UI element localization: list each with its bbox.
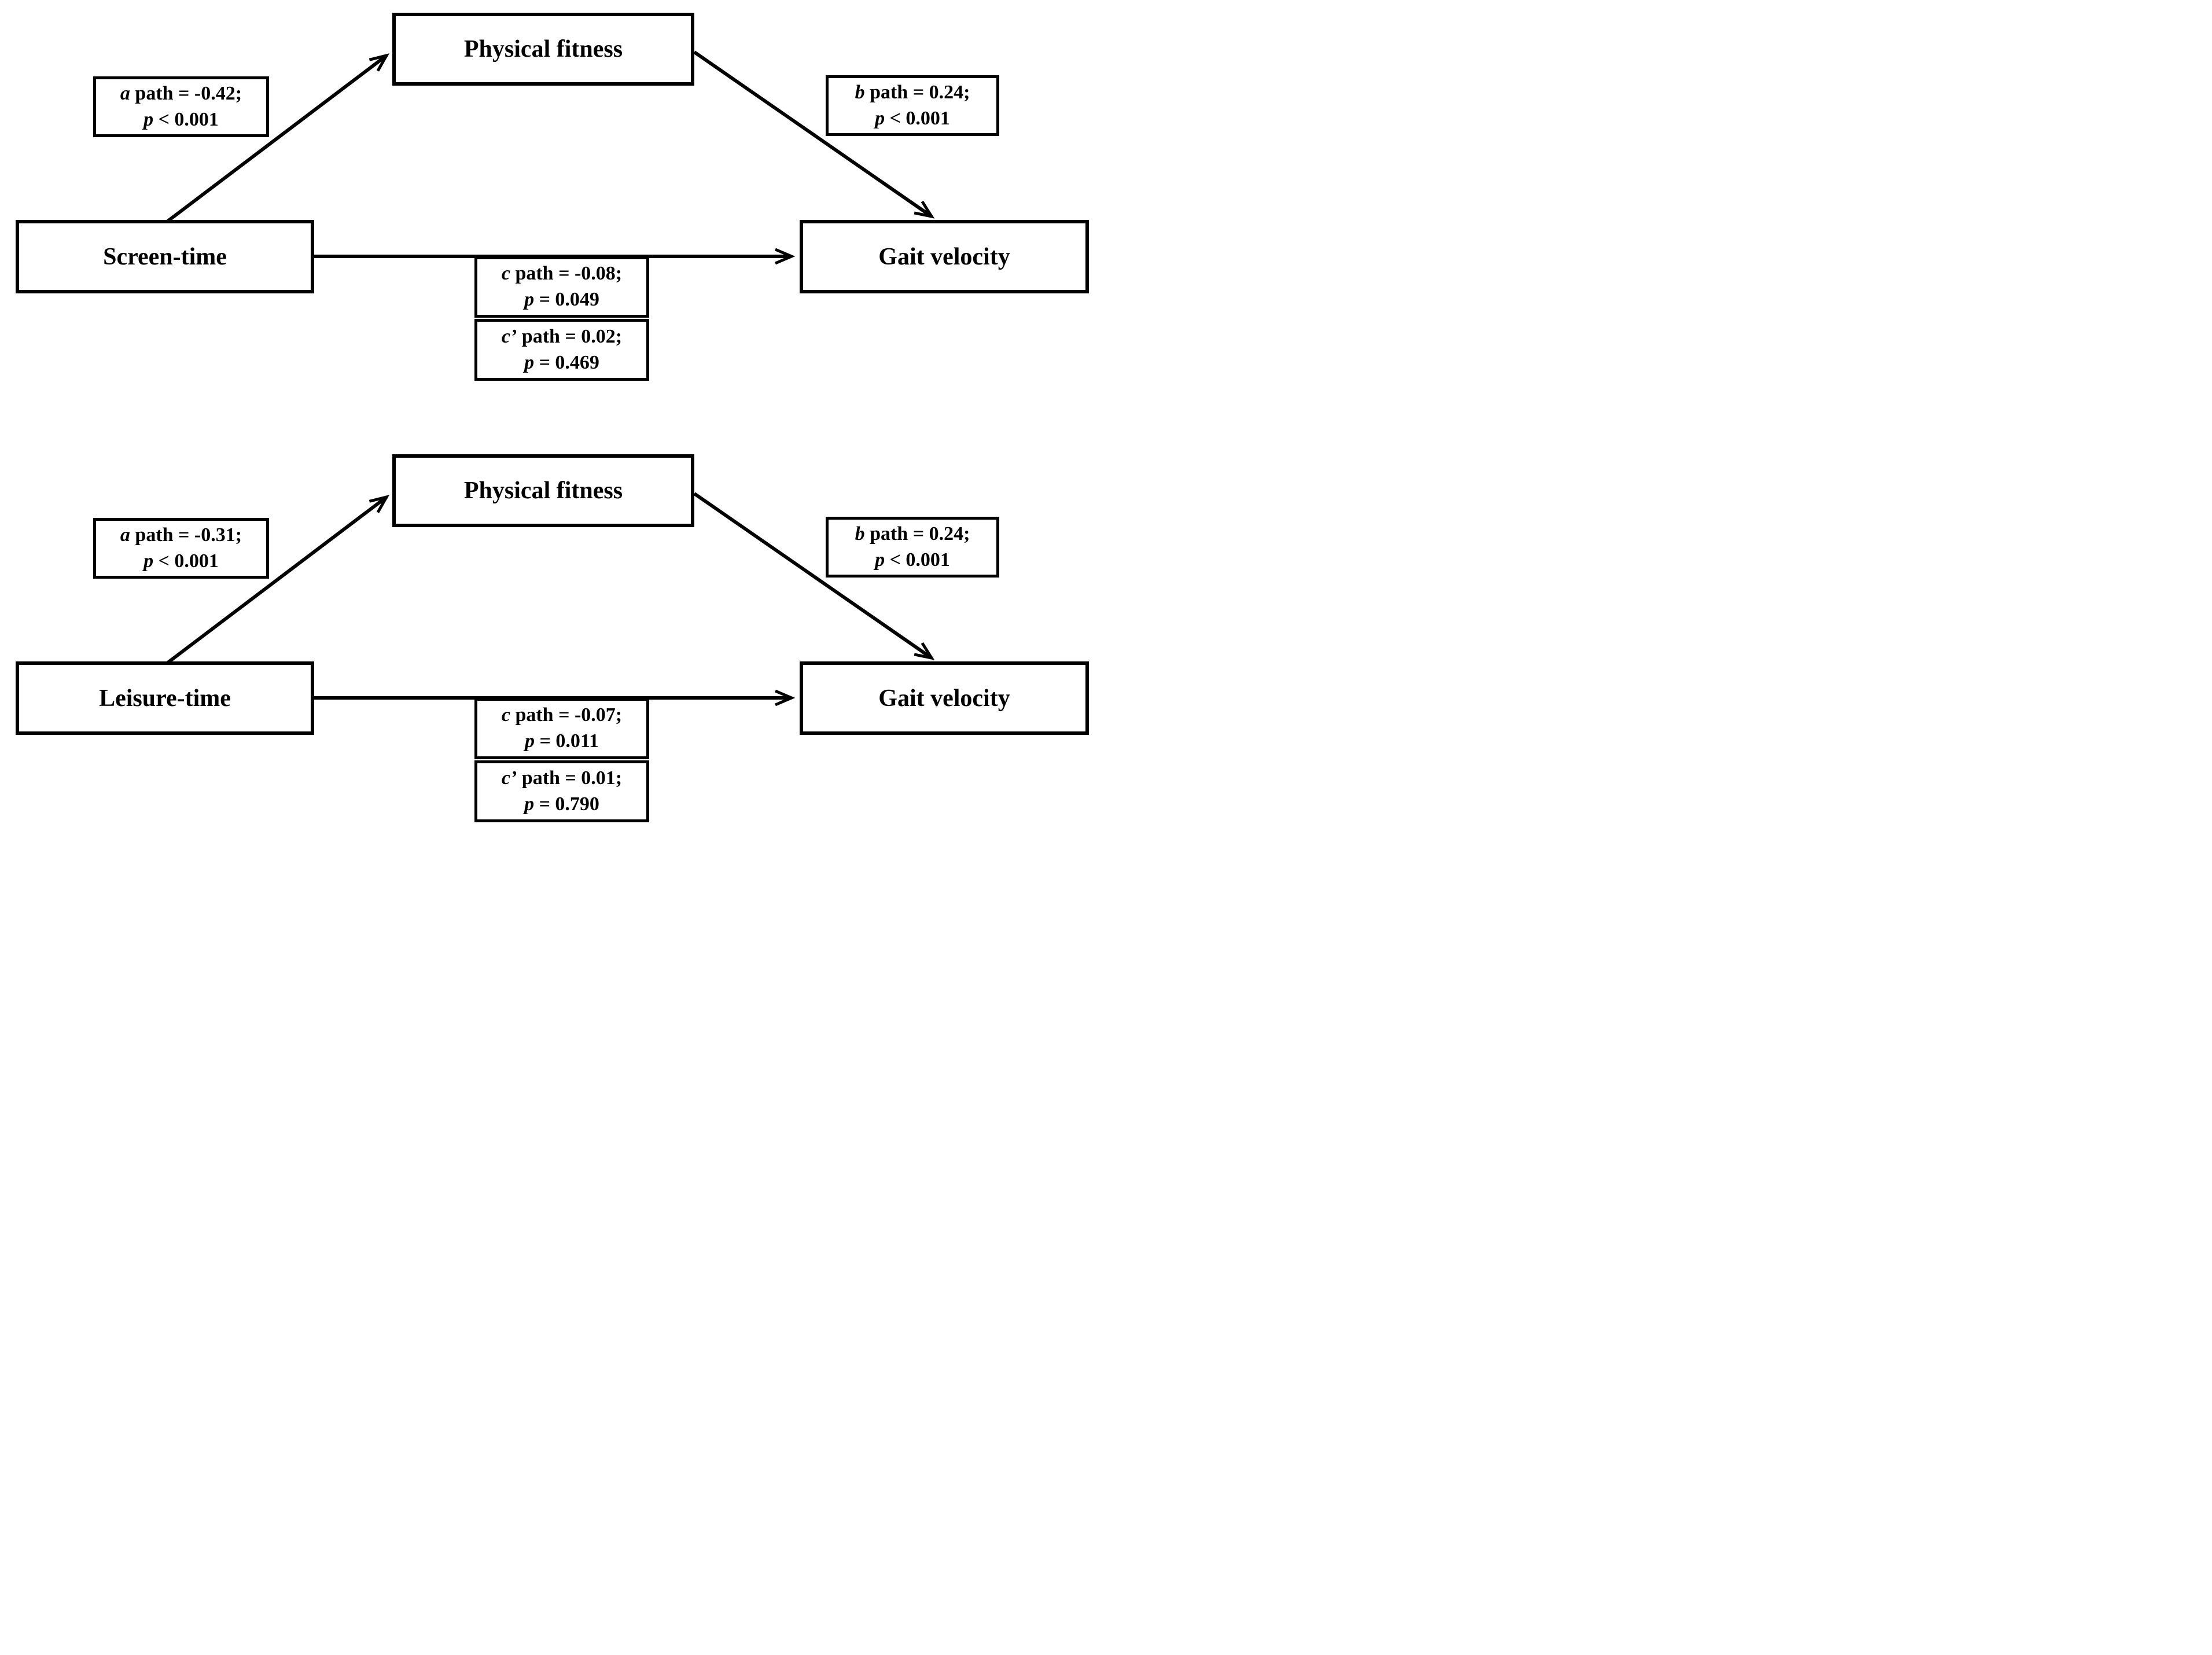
outcome-label: Gait velocity [878,243,1010,270]
mediator-label: Physical fitness [463,36,623,62]
b-variable: b [855,523,865,545]
outcome-node: Gait velocity [800,661,1089,735]
b-path-pvalue: p < 0.001 [875,547,950,573]
p-variable: p [875,549,885,571]
c-prime-path-label-box: c’ path = 0.01; p = 0.790 [474,760,649,822]
b-path-coefficient: b path = 0.24; [855,521,970,547]
predictor-label: Screen-time [103,243,227,270]
c-prime-path-pvalue: p = 0.469 [524,350,599,376]
a-path-pvalue: p < 0.001 [143,549,219,575]
b-value: path = 0.24; [864,523,970,545]
p-variable: p [143,108,154,130]
c-path-label-box: c path = -0.08; p = 0.049 [474,256,649,318]
p-value: < 0.001 [153,550,219,572]
a-path-coefficient: a path = -0.42; [120,81,242,107]
c-prime-path-pvalue: p = 0.790 [524,792,599,818]
b-path-arrow [693,492,935,660]
c-path-pvalue: p = 0.011 [525,729,599,755]
b-path-label-box: b path = 0.24; p < 0.001 [826,75,999,136]
p-variable: p [143,550,154,572]
p-value: = 0.469 [534,351,599,373]
c-variable: c [501,263,510,285]
c-variable: c [501,704,510,726]
outcome-node: Gait velocity [800,220,1089,293]
c-prime-path-coefficient: c’ path = 0.01; [502,766,622,792]
p-variable: p [524,793,535,815]
c-value: path = -0.07; [510,704,623,726]
p-value: = 0.049 [534,289,599,310]
a-path-pvalue: p < 0.001 [143,107,219,133]
p-variable: p [524,351,535,373]
p-value: < 0.001 [153,108,219,130]
a-variable: a [120,524,130,546]
predictor-node: Leisure-time [16,661,314,735]
c-path-coefficient: c path = -0.08; [502,261,622,287]
b-path-coefficient: b path = 0.24; [855,80,970,106]
p-value: = 0.790 [534,793,599,815]
a-path-arrow [167,53,390,223]
predictor-label: Leisure-time [99,685,231,712]
a-path-label-box: a path = -0.31; p < 0.001 [93,518,269,579]
c-prime-variable: c’ [501,325,517,347]
p-value: < 0.001 [885,549,950,571]
mediator-label: Physical fitness [463,477,623,504]
c-path-coefficient: c path = -0.07; [502,703,622,729]
b-variable: b [855,81,865,103]
p-variable: p [525,730,535,752]
b-path-arrow [693,50,935,219]
c-prime-value: path = 0.01; [517,767,623,789]
b-value: path = 0.24; [864,81,970,103]
p-value: = 0.011 [535,730,599,752]
b-path-label-box: b path = 0.24; p < 0.001 [826,517,999,578]
mediator-node: Physical fitness [392,454,694,527]
p-variable: p [875,107,885,129]
b-path-pvalue: p < 0.001 [875,106,950,132]
c-prime-value: path = 0.02; [517,325,623,347]
a-variable: a [120,82,130,104]
a-value: path = -0.31; [130,524,242,546]
c-path-pvalue: p = 0.049 [524,287,599,313]
a-path-arrow [167,495,390,664]
mediation-panel-screen-time: Physical fitness Screen-time Gait veloci… [0,0,1106,383]
p-value: < 0.001 [885,107,950,129]
outcome-label: Gait velocity [878,685,1010,712]
mediator-node: Physical fitness [392,13,694,86]
c-path-label-box: c path = -0.07; p = 0.011 [474,698,649,759]
a-path-label-box: a path = -0.42; p < 0.001 [93,76,269,137]
p-variable: p [524,289,535,310]
c-prime-path-label-box: c’ path = 0.02; p = 0.469 [474,319,649,381]
c-value: path = -0.08; [510,263,623,285]
a-value: path = -0.42; [130,82,242,104]
a-path-coefficient: a path = -0.31; [120,523,242,549]
c-prime-variable: c’ [501,767,517,789]
mediation-panel-leisure-time: Physical fitness Leisure-time Gait veloc… [0,442,1106,825]
figure-canvas: Physical fitness Screen-time Gait veloci… [0,0,1106,828]
c-prime-path-coefficient: c’ path = 0.02; [502,324,622,350]
predictor-node: Screen-time [16,220,314,293]
